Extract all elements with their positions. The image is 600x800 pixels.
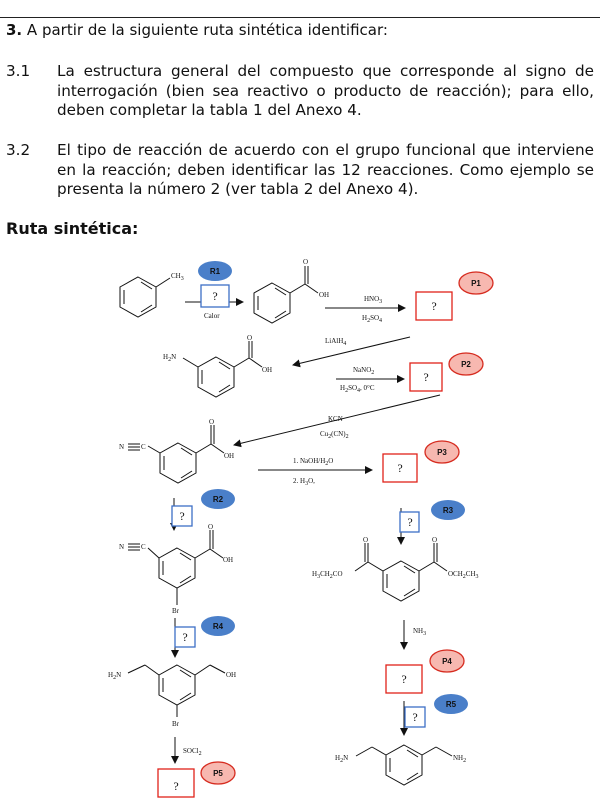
atom-c-bromocyano: C bbox=[141, 543, 146, 551]
condition-h3o: 2. H3O, bbox=[293, 477, 315, 487]
question-mark-r3: ? bbox=[407, 515, 412, 529]
badge-p3-label: P3 bbox=[437, 448, 447, 457]
badge-r3 bbox=[431, 500, 465, 520]
unknown-box-r2[interactable] bbox=[171, 505, 193, 527]
item-number: 3.2 bbox=[6, 141, 31, 159]
badge-r3-label: R3 bbox=[443, 506, 454, 515]
atom-oh-amino: OH bbox=[262, 366, 272, 374]
diethyl-isophthalate-structure bbox=[354, 543, 448, 602]
atom-h2n-benzyl: H2N bbox=[108, 671, 121, 681]
xylylenediamine-structure bbox=[355, 744, 453, 786]
badge-p4 bbox=[429, 649, 465, 673]
atom-o-cyano: O bbox=[209, 418, 214, 426]
condition-h2so4: H2SO4 bbox=[362, 314, 382, 324]
condition-kcn: KCN bbox=[328, 415, 343, 423]
badge-p4-label: P4 bbox=[442, 657, 452, 666]
route-label: Ruta sintética: bbox=[6, 219, 139, 238]
unknown-box-r4[interactable] bbox=[174, 626, 196, 648]
badge-p1 bbox=[458, 271, 494, 295]
question-title: 3. A partir de la siguiente ruta sintéti… bbox=[6, 21, 388, 39]
condition-calor: Calor bbox=[204, 312, 220, 320]
condition-nh3: NH3 bbox=[413, 627, 426, 637]
atom-o-ester-left: O bbox=[363, 536, 368, 544]
atom-oh-benzoic: OH bbox=[319, 291, 329, 299]
badge-r4-label: R4 bbox=[213, 622, 224, 631]
question-mark-p5: ? bbox=[173, 779, 178, 793]
atom-o-bromocyano: O bbox=[208, 523, 213, 531]
question-mark-r5: ? bbox=[412, 710, 417, 724]
condition-h2so4-0c: H2SO4, 0°C bbox=[340, 384, 375, 394]
atom-oh-cyano: OH bbox=[224, 452, 234, 460]
unknown-box-p5[interactable] bbox=[157, 768, 195, 798]
item-number: 3.1 bbox=[6, 62, 31, 80]
condition-nano2: NaNO2 bbox=[353, 366, 374, 376]
arrow-kcn bbox=[233, 394, 441, 448]
cyanobenzoic-acid-structure bbox=[128, 425, 225, 484]
atom-o-benzoic: O bbox=[303, 258, 308, 266]
condition-naoh: 1. NaOH/H2O bbox=[293, 457, 333, 467]
benzoic-acid-structure bbox=[253, 266, 319, 324]
atom-nc-cyano: N bbox=[119, 443, 124, 451]
question-mark-r4: ? bbox=[182, 630, 187, 644]
aminobenzoic-acid-structure bbox=[182, 341, 263, 398]
question-mark-r2: ? bbox=[179, 509, 184, 523]
atom-br-bromocyano: Br bbox=[172, 607, 180, 615]
badge-p3 bbox=[424, 440, 460, 464]
atom-oh-bromocyano: OH bbox=[223, 556, 233, 564]
question-mark-r1: ? bbox=[212, 289, 217, 303]
badge-p5 bbox=[200, 761, 236, 785]
atom-o-ester-right: O bbox=[432, 536, 437, 544]
badge-r5-label: R5 bbox=[446, 700, 457, 709]
condition-hno3: HNO3 bbox=[364, 295, 382, 305]
question-text: A partir de la siguiente ruta sintética … bbox=[26, 21, 388, 39]
badge-r2 bbox=[201, 489, 235, 509]
bromo-cyanobenzoic-acid-structure bbox=[128, 530, 224, 605]
top-rule bbox=[0, 17, 600, 18]
unknown-box-p1[interactable] bbox=[415, 291, 453, 321]
atom-h2n-diamine: H2N bbox=[335, 754, 348, 764]
item-text: La estructura general del compuesto que … bbox=[57, 62, 594, 119]
badge-p2-label: P2 bbox=[461, 360, 471, 369]
unknown-box-p4[interactable] bbox=[385, 664, 423, 694]
badge-p1-label: P1 bbox=[471, 279, 481, 288]
question-mark-p3: ? bbox=[397, 461, 402, 475]
condition-cucn: Cu2(CN)2 bbox=[320, 430, 349, 440]
atom-nh2-diamine: NH2 bbox=[453, 754, 466, 764]
toluene-structure bbox=[119, 276, 171, 318]
aminomethyl-bromobenzyl-alcohol-structure bbox=[127, 664, 226, 717]
item-text: El tipo de reacción de acuerdo con el gr… bbox=[57, 141, 594, 198]
atom-ch3: CH3 bbox=[171, 272, 184, 282]
condition-lialh4: LiAlH4 bbox=[325, 337, 346, 347]
atom-nc-bromocyano: N bbox=[119, 543, 124, 551]
badge-p2 bbox=[448, 352, 484, 376]
badge-r1-label: R1 bbox=[210, 267, 221, 276]
atom-och2ch3: OCH2CH3 bbox=[448, 570, 479, 580]
unknown-box-r1[interactable] bbox=[200, 284, 230, 308]
question-mark-p4: ? bbox=[401, 672, 406, 686]
condition-socl2: SOCl2 bbox=[183, 747, 202, 757]
badge-r4 bbox=[201, 616, 235, 636]
question-mark-p2: ? bbox=[423, 370, 428, 384]
unknown-box-p3[interactable] bbox=[382, 453, 418, 483]
unknown-box-r3[interactable] bbox=[399, 511, 420, 533]
badge-r1 bbox=[198, 261, 232, 281]
atom-br-benzyl: Br bbox=[172, 720, 180, 728]
atom-h2n-amino: H2N bbox=[163, 353, 176, 363]
badge-r2-label: R2 bbox=[213, 495, 224, 504]
unknown-box-p2[interactable] bbox=[409, 362, 443, 392]
arrow-lialh4 bbox=[292, 336, 411, 368]
question-number: 3. bbox=[6, 21, 23, 39]
unknown-box-r5[interactable] bbox=[404, 706, 426, 728]
atom-oh-benzyl: OH bbox=[226, 671, 236, 679]
synthetic-route-scheme: ? ? ? ? ? ? ? ? ? ? R1 R2 R3 R4 R5 P1 P2… bbox=[108, 258, 494, 798]
atom-o-amino: O bbox=[247, 334, 252, 342]
atom-h3cch2co: H3CH2CO bbox=[312, 570, 343, 580]
atom-c-cyano: C bbox=[141, 443, 146, 451]
badge-r5 bbox=[434, 694, 468, 714]
badge-p5-label: P5 bbox=[213, 769, 223, 778]
question-mark-p1: ? bbox=[431, 299, 436, 313]
